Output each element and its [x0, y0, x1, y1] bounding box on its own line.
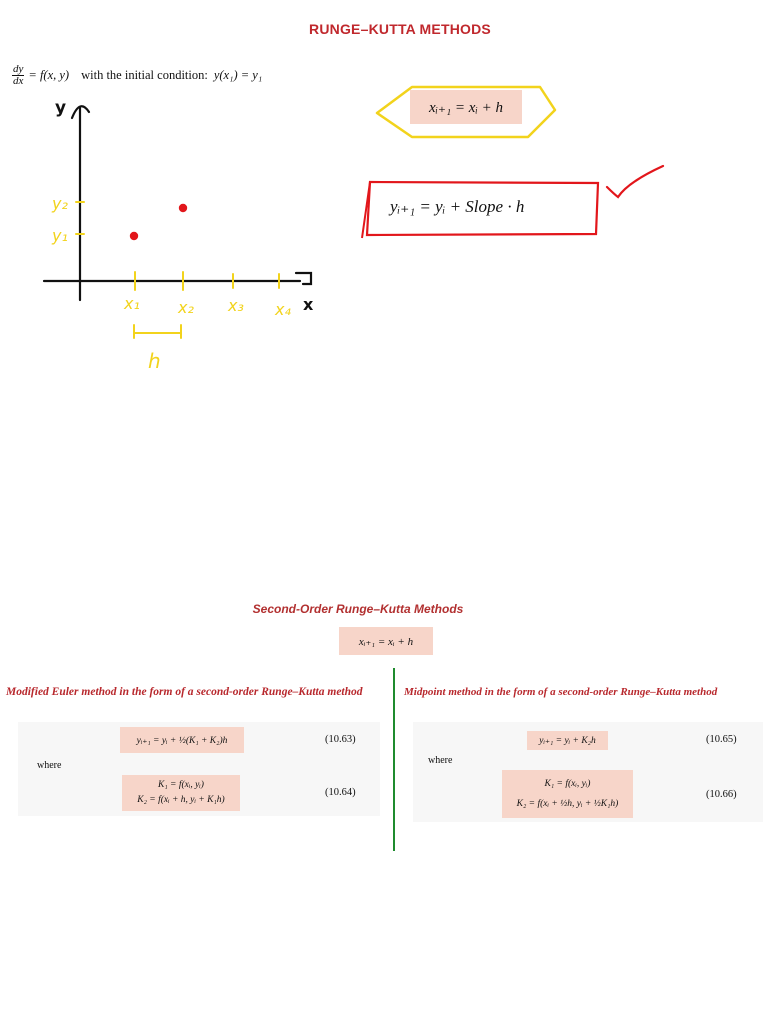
midpoint-eq2-number: (10.66) [706, 789, 737, 800]
x3-label: x₃ [227, 296, 244, 315]
second-order-title: Second-Order Runge–Kutta Methods [252, 602, 464, 616]
modified-euler-k2: K₂ = f(xᵢ + h, yᵢ + K₁h) [137, 795, 225, 805]
modified-euler-k-box: K₁ = f(xᵢ, yᵢ) K₂ = f(xᵢ + h, yᵢ + K₁h) [122, 775, 240, 811]
midpoint-eq1: yᵢ₊₁ = yᵢ + K₂h [527, 731, 608, 750]
derivative-numerator: dy [12, 63, 25, 76]
derivative-fraction: dy dx [12, 63, 25, 87]
y1-label: y₁ [51, 226, 68, 245]
midpoint-k2: K₂ = f(xᵢ + ½h, yᵢ + ½K₁h) [516, 799, 619, 809]
red-box [365, 180, 600, 237]
column-divider [393, 668, 395, 851]
page-title: RUNGE–KUTTA METHODS [309, 21, 491, 37]
modified-euler-heading: Modified Euler method in the form of a s… [6, 686, 363, 698]
second-order-x-update: xᵢ₊₁ = xᵢ + h [339, 627, 433, 655]
derivative-denominator: dx [13, 75, 24, 87]
modified-euler-where: where [37, 760, 62, 771]
midpoint-heading: Midpoint method in the form of a second-… [404, 686, 718, 698]
modified-euler-eq1: yᵢ₊₁ = yᵢ + ½(K₁ + K₂)h [120, 727, 244, 753]
y-update-formula: yᵢ₊₁ = yᵢ + Slope · h [390, 196, 525, 216]
initial-condition-text: with the initial condition: [81, 68, 208, 82]
ode-statement: dy dx = f(x, y) with the initial conditi… [12, 64, 262, 87]
midpoint-eq1-number: (10.65) [706, 734, 737, 745]
midpoint-where: where [428, 755, 453, 766]
x2-label: x₂ [177, 298, 194, 317]
midpoint-k-box: K₁ = f(xᵢ, yᵢ) K₂ = f(xᵢ + ½h, yᵢ + ½K₁h… [502, 770, 633, 818]
midpoint-k1: K₁ = f(xᵢ, yᵢ) [544, 779, 591, 789]
x-axis-arrow-icon [294, 271, 313, 286]
step-h-label: h [148, 349, 161, 373]
x4-label: x₄ [274, 300, 291, 319]
modified-euler-eq2-number: (10.64) [325, 787, 356, 798]
y2-label: y₂ [51, 194, 68, 213]
initial-condition-expr: y(x₁) = y₁ [213, 68, 263, 82]
check-mark-icon [605, 164, 665, 199]
double-arrow-icon [375, 85, 557, 139]
rk-sketch: y x y₂ y₁ x₁ x₂ x₃ x₄ h [42, 85, 665, 373]
y-axis-arrow-icon [70, 105, 91, 120]
x-axis-label: x [303, 295, 314, 314]
modified-euler-eq1-number: (10.63) [325, 734, 356, 745]
y-axis-label: y [55, 98, 66, 118]
x1-label: x₁ [123, 294, 140, 313]
point-2 [178, 203, 188, 213]
x-update-formula: xᵢ₊₁ = xᵢ + h [410, 90, 522, 124]
ode-rhs: = f(x, y) [28, 68, 70, 82]
point-1 [129, 231, 139, 241]
modified-euler-k1: K₁ = f(xᵢ, yᵢ) [158, 780, 204, 790]
